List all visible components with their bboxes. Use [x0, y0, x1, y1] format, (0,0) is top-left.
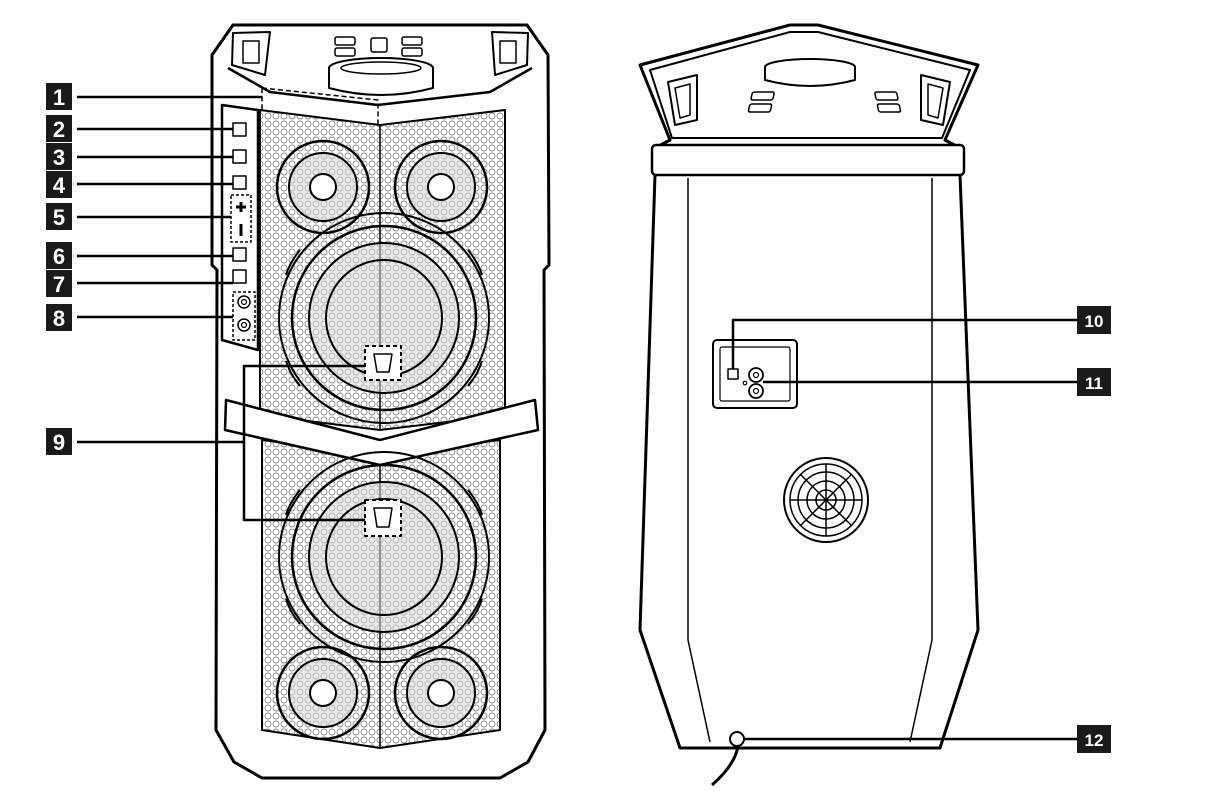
- side-button-6: [232, 247, 247, 262]
- callout-number: 8: [53, 306, 65, 331]
- callout-number: 1: [53, 85, 65, 110]
- callout-number: 9: [53, 430, 65, 455]
- callout-5: 5: [46, 203, 72, 230]
- back-band: [650, 143, 966, 177]
- callout-number: 2: [53, 117, 65, 142]
- power-cord: [711, 745, 740, 787]
- volume-rocker: [230, 194, 252, 243]
- callout-badge: [46, 171, 72, 198]
- callout-number: 10: [1085, 312, 1104, 331]
- lower-right-tweeter: [393, 645, 489, 741]
- callout-8: 8: [46, 304, 72, 331]
- aux-jack-bottom: [748, 383, 764, 399]
- callout-11: 11: [1077, 368, 1111, 396]
- callout-badge: [1077, 368, 1111, 396]
- callout-badge: [46, 242, 72, 269]
- front-view: [77, 23, 551, 780]
- callout-badge: [46, 428, 72, 455]
- callout-badge: [1077, 306, 1111, 334]
- callout-4: 4: [46, 171, 72, 198]
- callout-badge: [46, 115, 72, 142]
- callout-number: 5: [53, 205, 65, 230]
- callout-badge: [46, 83, 72, 110]
- upper-left-tweeter: [275, 139, 371, 235]
- callout-badge: [46, 270, 72, 297]
- upper-light-logo: [364, 345, 402, 381]
- callout-number: 6: [53, 244, 65, 269]
- upper-woofer: [278, 212, 490, 424]
- side-button-4: [232, 175, 247, 190]
- callout-number: 7: [53, 272, 65, 297]
- callout-badge: [1077, 725, 1111, 753]
- callout-number: 12: [1085, 731, 1104, 750]
- lower-left-tweeter: [275, 645, 371, 741]
- callout-6: 6: [46, 242, 72, 269]
- callout-3: 3: [46, 143, 72, 170]
- callout-9: 9: [46, 428, 72, 455]
- callout-12: 12: [1077, 725, 1111, 753]
- callout-number: 3: [53, 145, 65, 170]
- callout-7: 7: [46, 270, 72, 297]
- fan-vent: [783, 457, 869, 543]
- back-body-outline: [638, 23, 980, 750]
- callout-badge: [46, 143, 72, 170]
- callout-2: 2: [46, 115, 72, 142]
- side-button-7: [232, 269, 247, 284]
- aux-jack-top: [748, 367, 764, 383]
- back-view: [638, 23, 1077, 787]
- callout-1: 1: [46, 83, 72, 110]
- callout-number: 11: [1085, 374, 1103, 393]
- callout-badge: [46, 304, 72, 331]
- callout-number: 4: [53, 173, 66, 198]
- callout-10: 10: [1077, 306, 1111, 334]
- callout-badge: [46, 203, 72, 230]
- lower-light-logo: [364, 499, 402, 537]
- upper-right-tweeter: [393, 139, 489, 235]
